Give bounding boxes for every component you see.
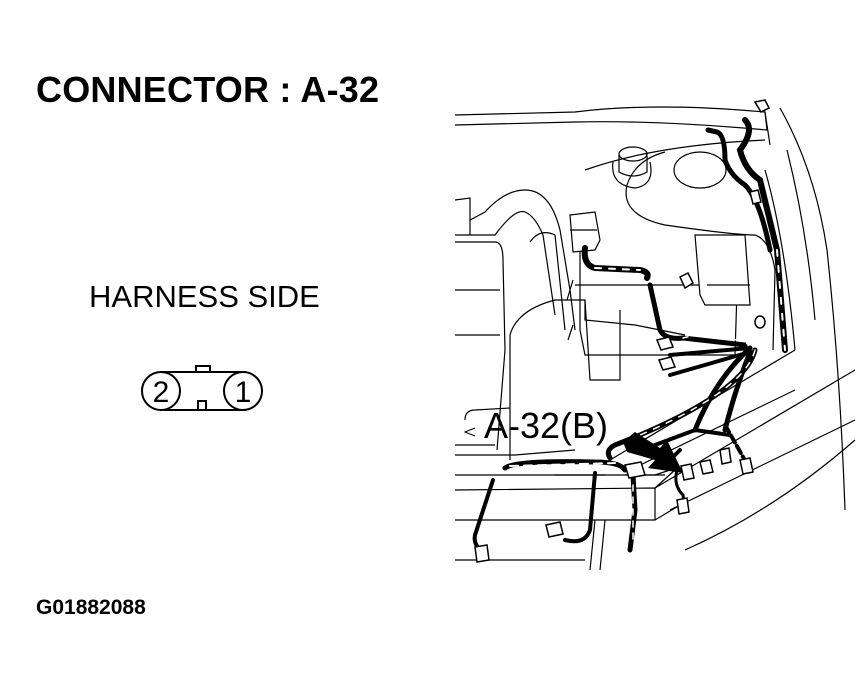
engine-bay-illustration [455, 99, 856, 571]
pin-1-label: 1 [235, 376, 252, 409]
connector-title: CONNECTOR : A-32 [36, 69, 380, 110]
pin-2-label: 2 [153, 376, 170, 409]
pointer-arrow-icon [623, 432, 683, 473]
pin-1-circle [223, 371, 263, 411]
key-slot [197, 400, 207, 411]
connector-callout-label: A-32(B) [484, 405, 609, 446]
figure-code: G01882088 [36, 596, 146, 619]
view-label: HARNESS SIDE [89, 279, 320, 314]
small-connector-lower-left [474, 544, 490, 563]
pin-2-circle [141, 371, 181, 411]
connector-face-diagram: 2 1 [141, 365, 263, 411]
